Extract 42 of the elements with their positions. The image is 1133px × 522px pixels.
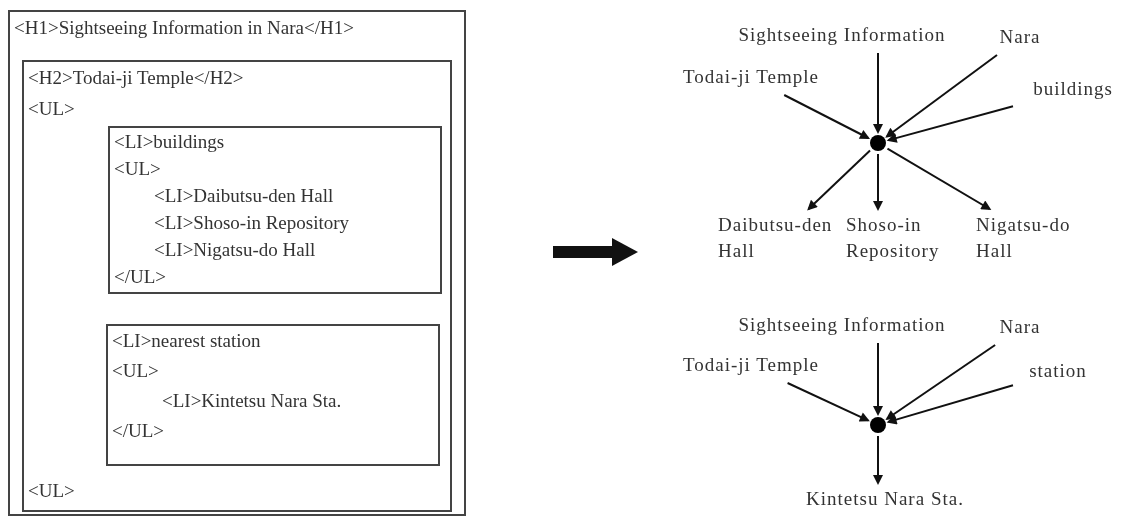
arrow [873, 153, 883, 211]
arrow [885, 54, 998, 138]
node-label: Nara [988, 314, 1052, 342]
html-code-line: <LI>Kintetsu Nara Sta. [162, 389, 342, 413]
arrow [786, 382, 870, 422]
html-code-line: <LI>buildings [114, 130, 225, 154]
node-label: Kintetsu Nara Sta. [776, 486, 994, 514]
arrow [873, 435, 883, 485]
html-code-line: <UL> [28, 479, 75, 503]
node-label: Nara [988, 24, 1052, 52]
node-label: Daibutsu-den Hall [718, 212, 834, 268]
arrow [886, 147, 992, 210]
node-label: buildings [1016, 76, 1130, 104]
arrow [807, 149, 872, 211]
node-label: Shoso-in Repository [846, 212, 970, 268]
node-label: Todai-ji Temple [656, 352, 846, 380]
html-code-line: <UL> [112, 359, 159, 383]
html-block-box [108, 126, 442, 294]
node-label: Nigatsu-do Hall [976, 212, 1108, 268]
html-code-line: <UL> [114, 157, 161, 181]
arrow [873, 52, 883, 134]
arrow [886, 105, 1014, 143]
html-block-box [8, 10, 466, 516]
html-block-box [106, 324, 440, 466]
html-code-line: <LI>Nigatsu-do Hall [154, 238, 316, 262]
html-code-line: <UL> [28, 97, 75, 121]
html-code-line: <LI>Daibutsu-den Hall [154, 184, 334, 208]
arrow [886, 384, 1014, 425]
node-label: station [1016, 358, 1100, 386]
node-label: Sightseeing Information [700, 22, 984, 50]
html-code-line: <H1>Sightseeing Information in Nara</H1> [14, 16, 354, 40]
html-code-line: <LI>Shoso-in Repository [154, 211, 350, 235]
html-code-line: </UL> [112, 419, 165, 443]
html-code-line: <H2>Todai-ji Temple</H2> [28, 66, 244, 90]
node-label: Sightseeing Information [700, 312, 984, 340]
html-block-box [22, 60, 452, 512]
html-code-line: <LI>nearest station [112, 329, 261, 353]
arrow [873, 342, 883, 416]
node-label: Todai-ji Temple [656, 64, 846, 92]
arrow [783, 94, 870, 139]
arrow [885, 344, 997, 420]
html-code-line: </UL> [114, 265, 167, 289]
